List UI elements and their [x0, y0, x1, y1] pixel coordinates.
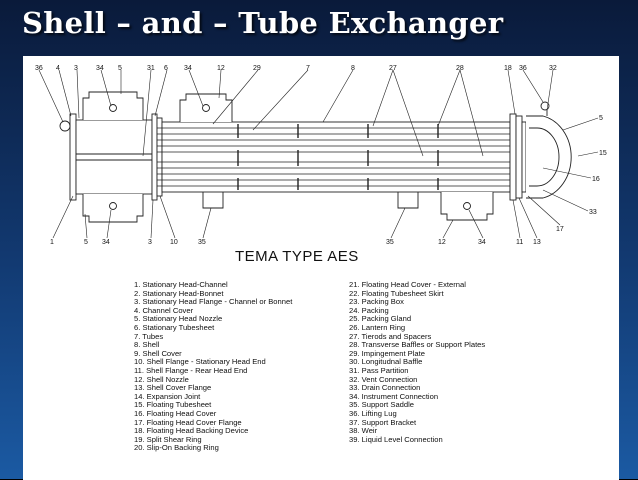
- legend-item: 5. Stationary Head Nozzle: [134, 314, 223, 324]
- floating-head-cover: [529, 127, 560, 187]
- callout-bottom: 35: [386, 239, 394, 246]
- callout-top: 34: [96, 65, 104, 72]
- stationary-tubesheet: [151, 113, 158, 201]
- exchanger-drawing: 36 4 3 34 5 31 6 34 12 29 7 8 27 28 18 3…: [35, 65, 607, 246]
- shell-nozzle-top: [179, 93, 233, 122]
- legend-item: 20. Slip-On Backing Ring: [134, 443, 219, 453]
- tube-bundle: [157, 127, 513, 187]
- callout-top: 8: [351, 65, 355, 72]
- legend-item: 22. Floating Tubesheet Skirt: [349, 288, 444, 298]
- callout-top: 28: [456, 65, 464, 72]
- legend-left: 1. Stationary Head-Channel 2. Stationary…: [134, 280, 293, 453]
- legend-item: 2. Stationary Head-Bonnet: [134, 288, 224, 298]
- callout-bottom: 13: [533, 239, 541, 246]
- legend-item: 37. Support Bracket: [349, 417, 417, 427]
- callout-bottom: 34: [478, 239, 486, 246]
- callout-top: 12: [217, 65, 225, 72]
- legend-item: 11. Shell Flange - Rear Head End: [134, 365, 248, 375]
- shell-cover: [526, 115, 572, 199]
- legend-item: 28. Transverse Baffles or Support Plates: [349, 340, 486, 350]
- legend-item: 33. Drain Connection: [349, 383, 421, 393]
- callout-right: 33: [589, 209, 597, 216]
- callout-bottom: 34: [102, 239, 110, 246]
- legend-item: 19. Split Shear Ring: [134, 434, 202, 444]
- legend-item: 1. Stationary Head-Channel: [134, 280, 228, 289]
- callout-bottom: 5: [84, 239, 88, 246]
- legend-item: 15. Floating Tubesheet: [134, 400, 212, 410]
- shell-cover-flange: [515, 115, 523, 199]
- legend-item: 31. Pass Partition: [349, 365, 409, 375]
- slide-title: Shell – and – Tube Exchanger: [22, 6, 504, 40]
- legend-item: 38. Weir: [349, 426, 378, 436]
- legend-item: 30. Longitudnal Baffle: [349, 357, 423, 367]
- legend-item: 17. Floating Head Cover Flange: [134, 417, 242, 427]
- legend-item: 21. Floating Head Cover - External: [349, 280, 466, 289]
- legend-item: 9. Shell Cover: [134, 348, 182, 358]
- legend-item: 3. Stationary Head Flange - Channel or B…: [134, 297, 293, 307]
- callout-bottom: 35: [198, 239, 206, 246]
- legend-item: 32. Vent Connection: [349, 374, 418, 384]
- diagram-panel: 36 4 3 34 5 31 6 34 12 29 7 8 27 28 18 3…: [23, 56, 619, 480]
- baffles: [237, 124, 439, 190]
- channel-cover: [69, 113, 77, 201]
- legend-item: 6. Stationary Tubesheet: [134, 322, 215, 332]
- callout-bottom: 10: [170, 239, 178, 246]
- callout-right: 17: [556, 226, 564, 233]
- legend-item: 34. Instrument Connection: [349, 391, 439, 401]
- channel-body: [75, 119, 153, 195]
- legend-item: 10. Shell Flange - Stationary Head End: [134, 357, 266, 367]
- legend-item: 29. Impingement Plate: [349, 348, 425, 358]
- legend-item: 12. Shell Nozzle: [134, 374, 189, 384]
- support-saddle-right: [397, 192, 419, 209]
- callout-right: 5: [599, 115, 603, 122]
- legend-item: 35. Support Saddle: [349, 400, 415, 410]
- callout-top: 3: [74, 65, 78, 72]
- callout-bottom: 11: [516, 239, 523, 246]
- callout-top: 18: [504, 65, 512, 72]
- callout-top: 29: [253, 65, 261, 72]
- callout-top: 7: [306, 65, 310, 72]
- support-saddle-left: [202, 192, 224, 209]
- callout-right: 15: [599, 150, 607, 157]
- callout-bottom: 1: [50, 239, 54, 246]
- shell-flange-rear: [509, 113, 517, 201]
- callout-bottom: 12: [438, 239, 446, 246]
- legend-item: 13. Shell Cover Flange: [134, 383, 212, 393]
- callout-top: 34: [184, 65, 192, 72]
- floating-tubesheet: [521, 121, 527, 193]
- legend-item: 36. Lifting Lug: [349, 408, 397, 418]
- shell-nozzle-bottom: [440, 192, 494, 221]
- legend-item: 8. Shell: [134, 340, 160, 350]
- callout-top: 36: [519, 65, 527, 72]
- callout-right: 16: [592, 176, 600, 183]
- callout-top: 4: [56, 65, 60, 72]
- legend-item: 18. Floating Head Backing Device: [134, 426, 249, 436]
- legend-item: 26. Lantern Ring: [349, 322, 406, 332]
- legend-item: 27. Tierods and Spacers: [349, 331, 432, 341]
- legend-item: 23. Packing Box: [349, 297, 404, 307]
- diagram-title: TEMA TYPE AES: [235, 248, 359, 265]
- legend-item: 39. Liquid Level Connection: [349, 434, 443, 444]
- channel-nozzle-bottom: [82, 194, 144, 223]
- callout-top: 32: [549, 65, 557, 72]
- shell: [161, 121, 511, 193]
- callout-bottom: 3: [148, 239, 152, 246]
- callout-top: 27: [389, 65, 397, 72]
- callout-top: 5: [118, 65, 122, 72]
- legend-item: 25. Packing Gland: [349, 314, 412, 324]
- legend-right: 21. Floating Head Cover - External 22. F…: [349, 280, 486, 444]
- legend-item: 24. Packing: [349, 305, 389, 315]
- lifting-lug-right: [540, 101, 550, 111]
- legend-item: 14. Expansion Joint: [134, 391, 201, 401]
- channel-nozzle-top: [82, 91, 144, 120]
- lifting-lug-left: [59, 120, 71, 132]
- callout-top: 31: [147, 65, 155, 72]
- callout-top: 6: [164, 65, 168, 72]
- callout-top: 36: [35, 65, 43, 72]
- legend-item: 4. Channel Cover: [134, 305, 194, 315]
- legend-item: 7. Tubes: [134, 331, 164, 341]
- legend-item: 16. Floating Head Cover: [134, 408, 217, 418]
